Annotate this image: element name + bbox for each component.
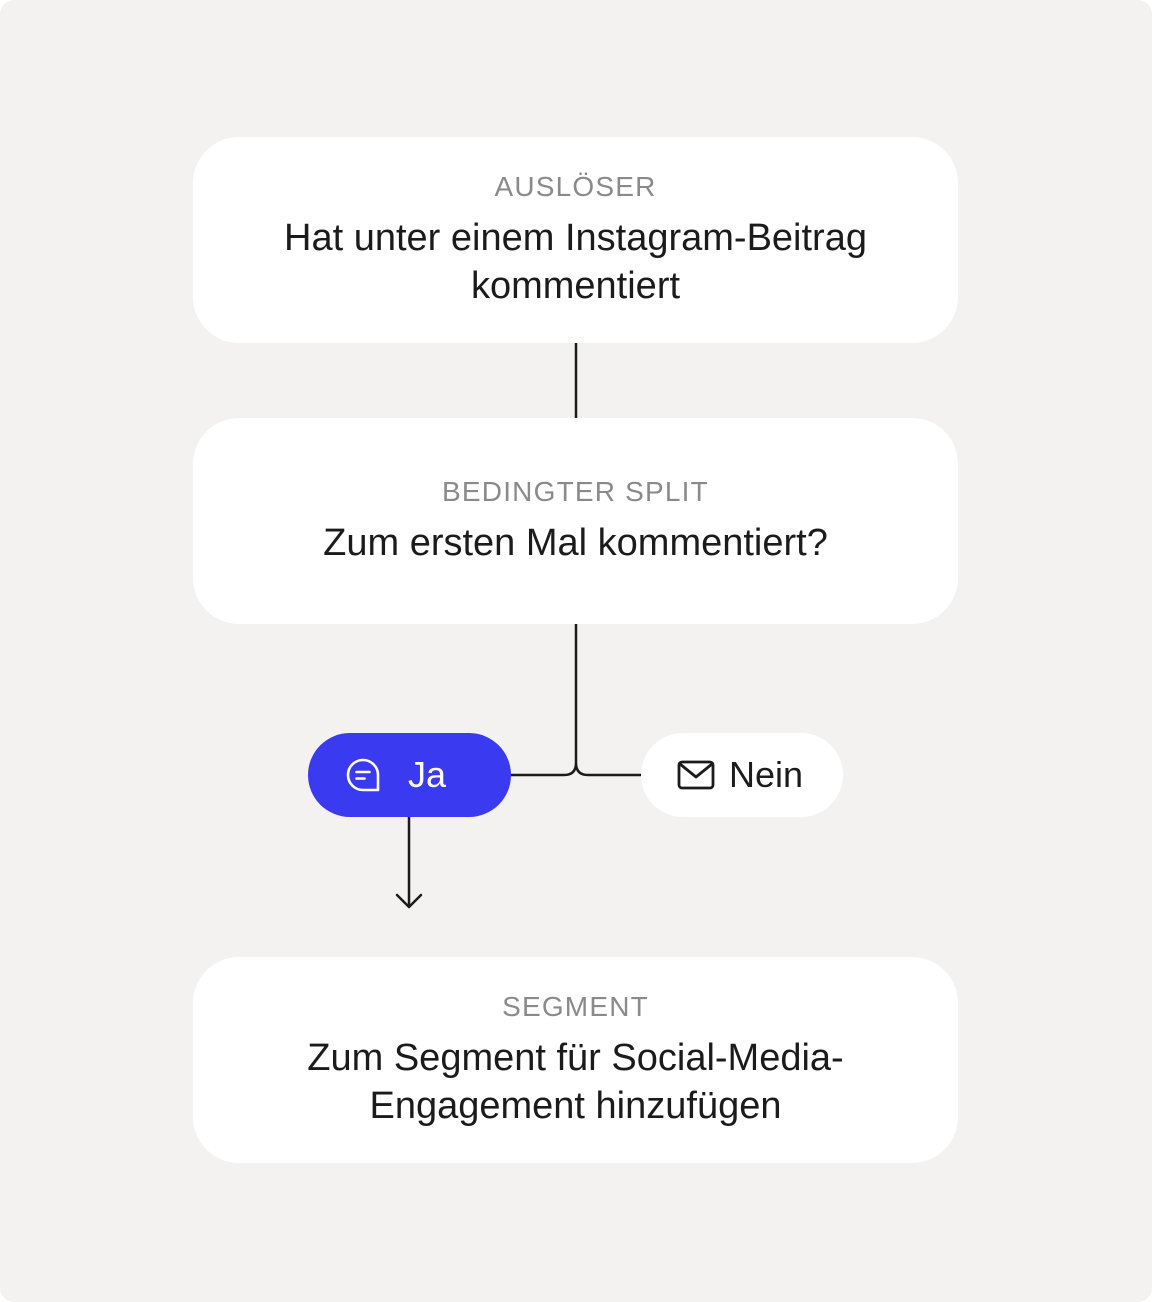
branch-yes-button[interactable]: Ja — [308, 733, 511, 817]
split-branch-line — [511, 624, 641, 777]
split-title: Zum ersten Mal kommentiert? — [323, 522, 828, 564]
trigger-kicker: AUSLÖSER — [494, 171, 657, 202]
segment-kicker: SEGMENT — [502, 991, 649, 1022]
split-kicker: BEDINGTER SPLIT — [442, 476, 709, 507]
chat-bubble-icon — [344, 756, 382, 794]
trigger-title: Hat unter einem Instagram-Beitrag kommen… — [284, 217, 867, 307]
branch-no-label: Nein — [729, 754, 804, 795]
envelope-icon — [677, 760, 715, 790]
branch-no-button[interactable]: Nein — [641, 733, 843, 817]
segment-title: Zum Segment für Social-Media-Engagement … — [307, 1037, 844, 1127]
split-card[interactable]: BEDINGTER SPLIT Zum ersten Mal kommentie… — [193, 418, 958, 624]
segment-card[interactable]: SEGMENT Zum Segment für Social-Media-Eng… — [193, 957, 958, 1163]
trigger-card[interactable]: AUSLÖSER Hat unter einem Instagram-Beitr… — [193, 137, 958, 343]
branch-yes-label: Ja — [408, 754, 447, 795]
arrow-down-icon — [395, 893, 423, 909]
